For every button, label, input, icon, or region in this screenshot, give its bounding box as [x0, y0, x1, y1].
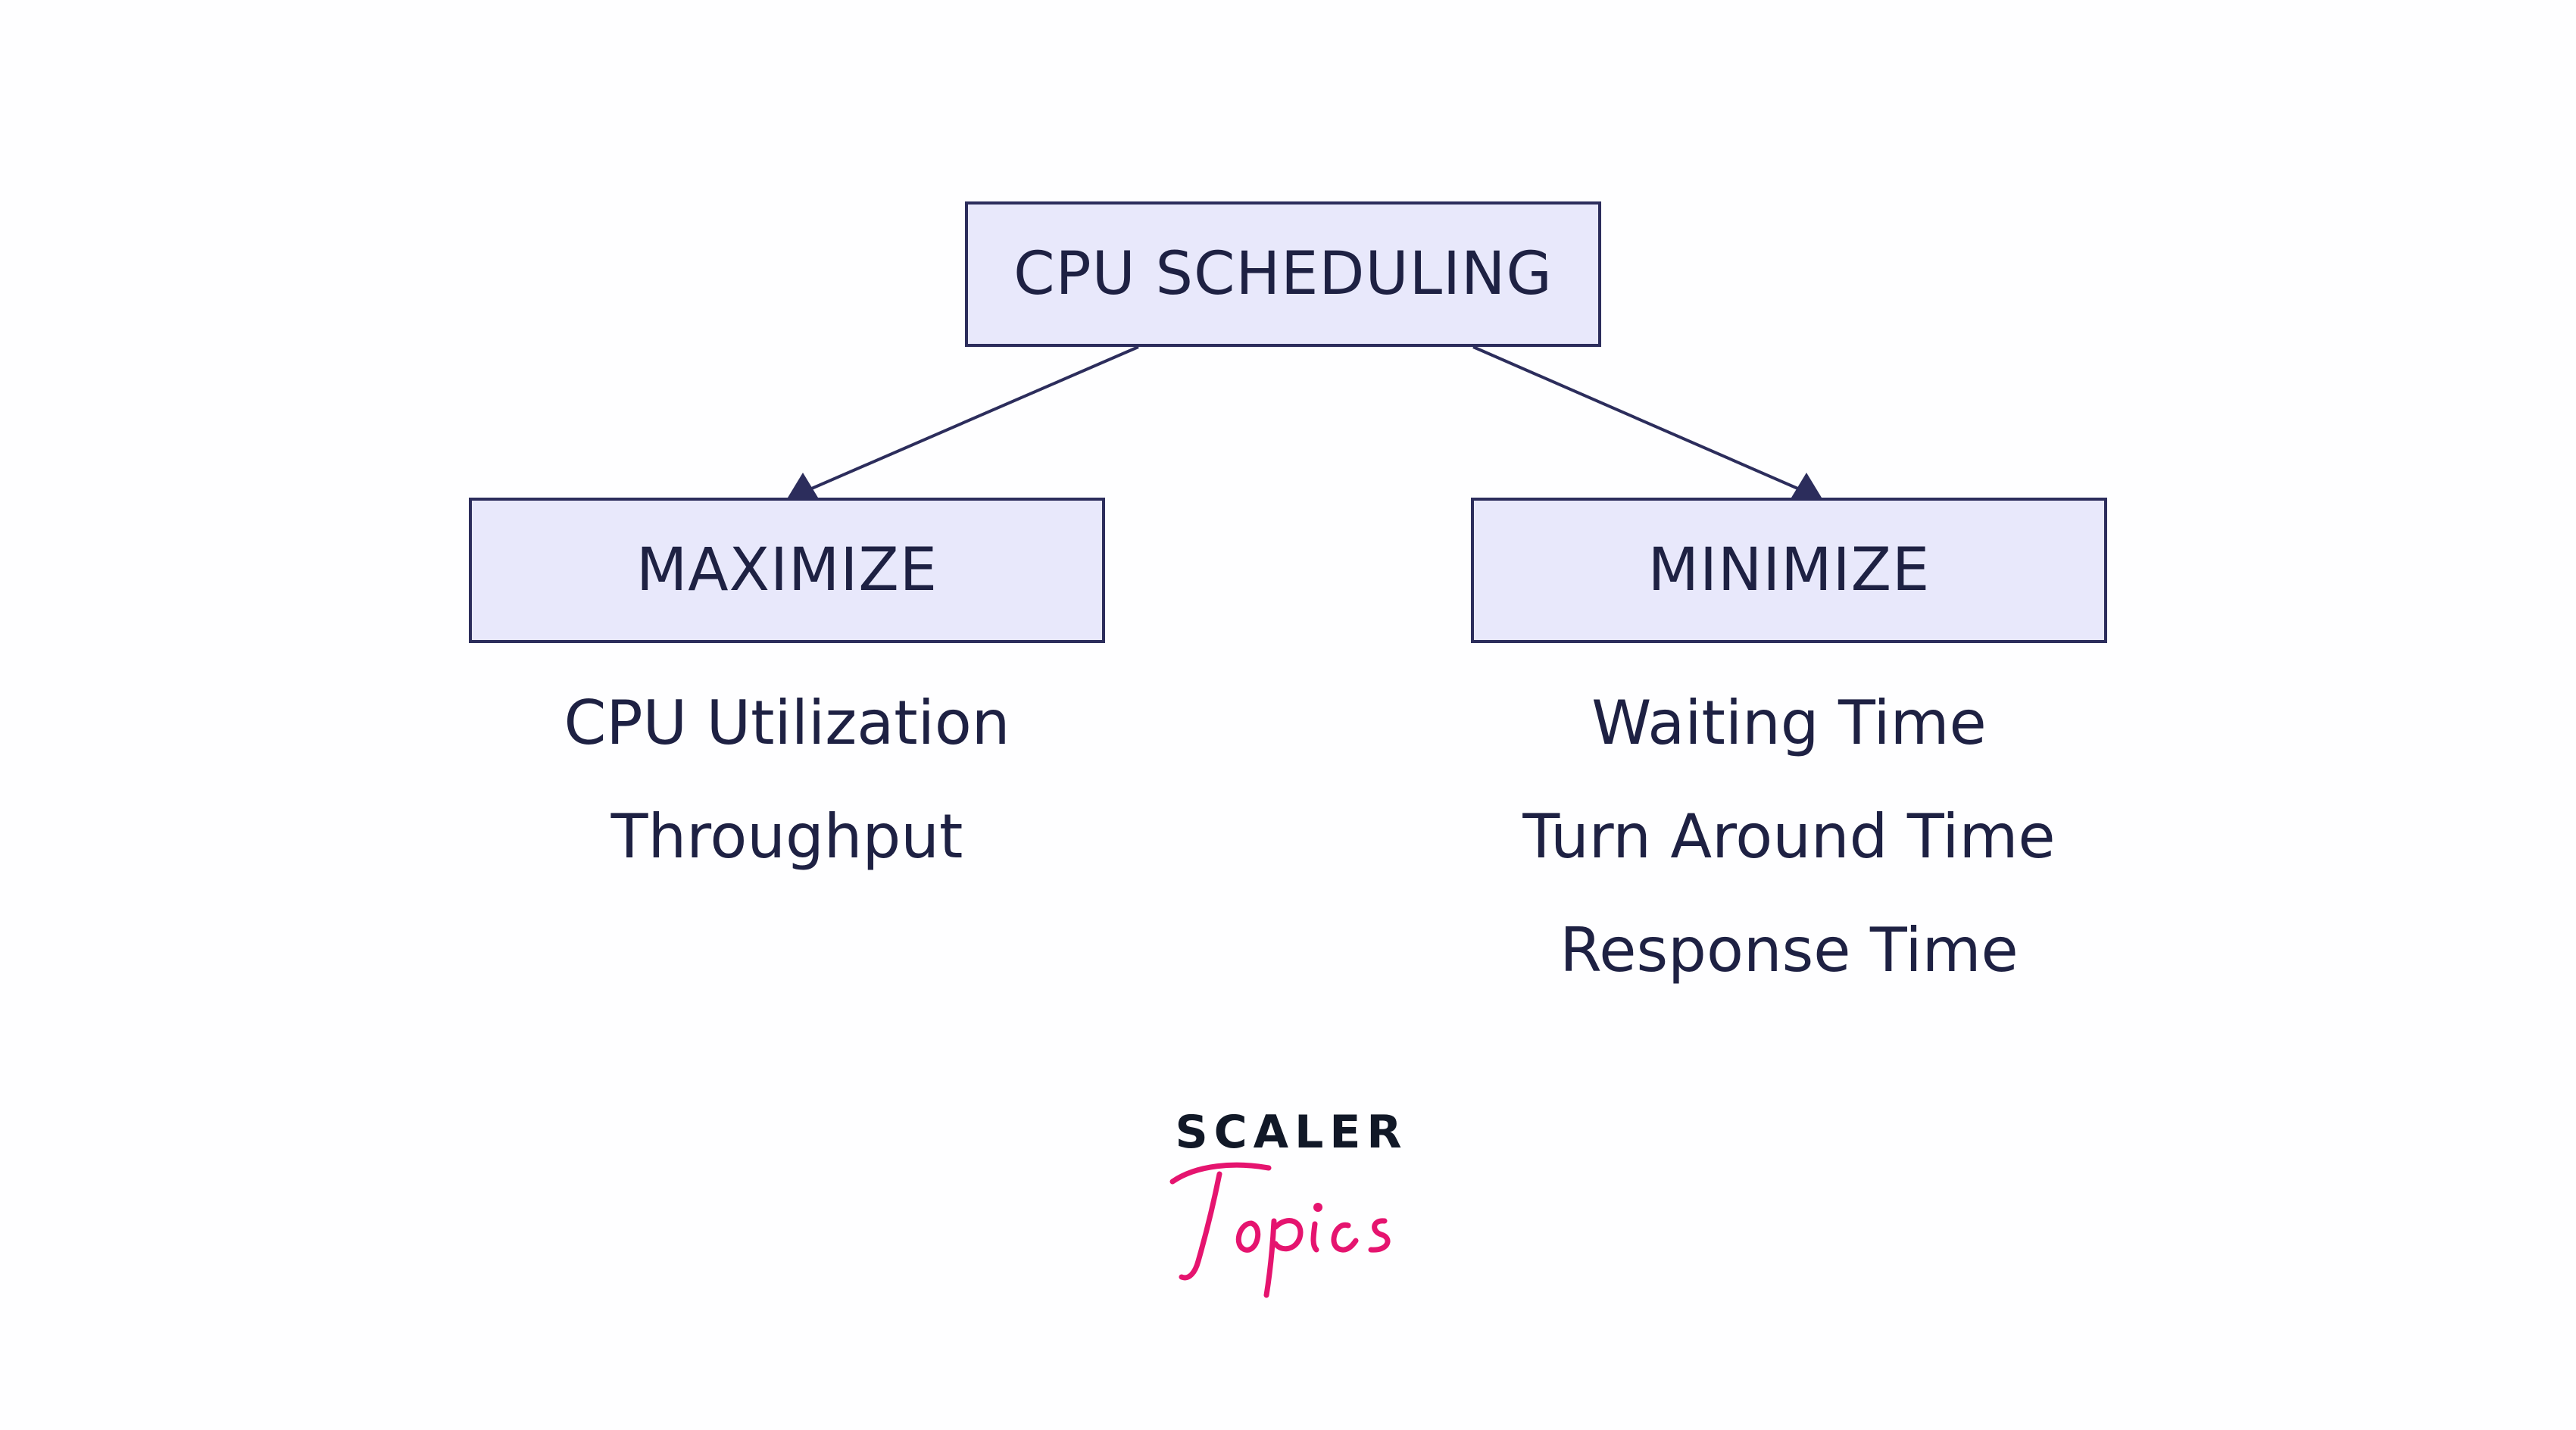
- arrowhead-maximize: [788, 473, 818, 498]
- root-node-label: CPU SCHEDULING: [1013, 240, 1553, 308]
- list-item: Turn Around Time: [1522, 801, 2056, 872]
- branch-node-minimize: MINIMIZE: [1471, 498, 2107, 643]
- branch-node-label: MAXIMIZE: [635, 536, 938, 604]
- root-node-cpu-scheduling: CPU SCHEDULING: [965, 201, 1601, 347]
- list-item: Waiting Time: [1591, 688, 1987, 758]
- branch-node-label: MINIMIZE: [1647, 536, 1931, 604]
- logo-wordmark: SCALER: [1175, 1106, 1408, 1159]
- maximize-item-list: CPU Utilization Throughput: [469, 667, 1105, 894]
- arrowhead-minimize: [1791, 473, 1822, 498]
- minimize-item-list: Waiting Time Turn Around Time Response T…: [1471, 667, 2107, 1007]
- list-item: Throughput: [610, 801, 963, 872]
- scaler-topics-logo: SCALER: [1166, 1106, 1416, 1303]
- connector-root-to-minimize: [1472, 345, 1807, 494]
- list-item: Response Time: [1560, 915, 2019, 985]
- list-item: CPU Utilization: [564, 688, 1010, 758]
- connector-root-to-maximize: [802, 345, 1139, 494]
- branch-node-maximize: MAXIMIZE: [469, 498, 1105, 643]
- logo-script-topics: [1169, 1162, 1391, 1298]
